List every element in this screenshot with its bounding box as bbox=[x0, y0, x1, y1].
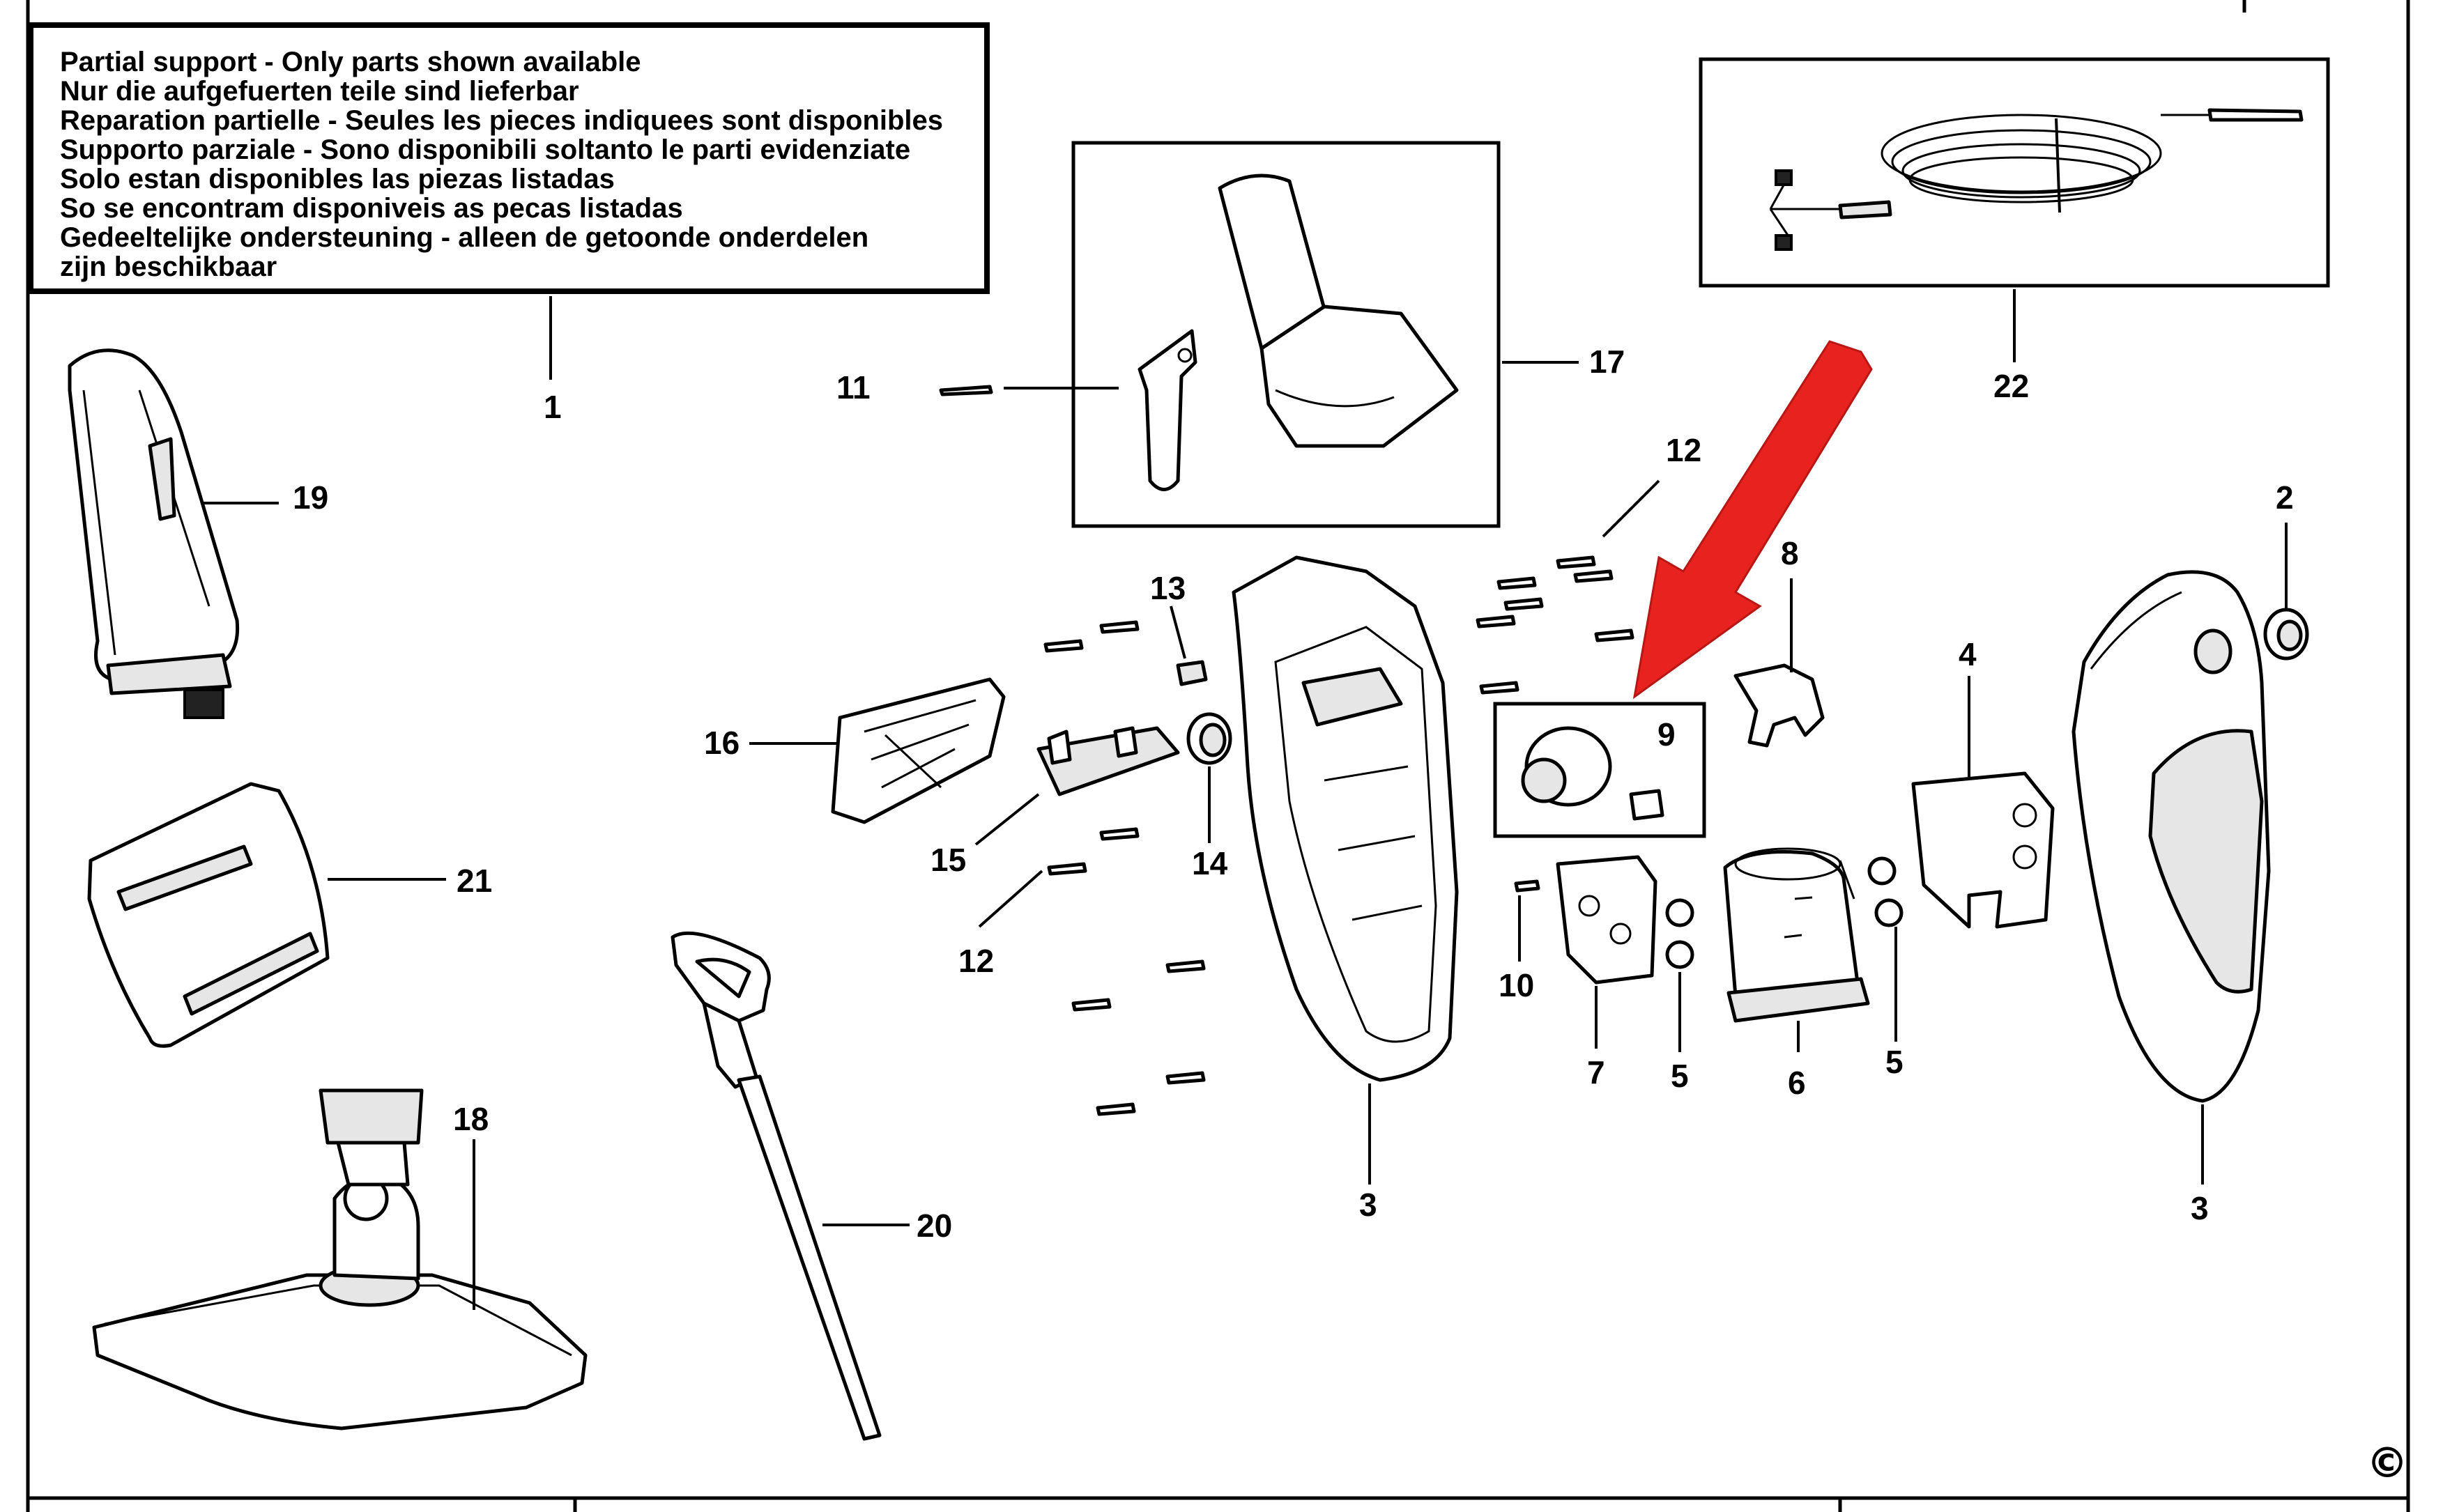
callout-19: 19 bbox=[293, 479, 328, 516]
callout-21: 21 bbox=[457, 863, 492, 899]
callout-labels: 1 2 3 3 4 5 5 6 7 8 9 10 11 12 12 13 14 … bbox=[293, 344, 2294, 1244]
part-8-clip bbox=[1733, 578, 1825, 748]
callout-15: 15 bbox=[931, 842, 966, 878]
notice-line-nl: Gedeeltelijke ondersteuning - alleen de … bbox=[60, 222, 869, 253]
callout-5-left: 5 bbox=[1671, 1058, 1689, 1094]
part-17-handle-inset bbox=[939, 141, 1579, 528]
callout-14: 14 bbox=[1192, 845, 1228, 881]
part-2-knob bbox=[2263, 523, 2309, 661]
callout-1: 1 bbox=[544, 389, 562, 425]
highlight-arrow bbox=[1632, 340, 1873, 700]
callout-12-mid: 12 bbox=[958, 943, 994, 979]
part-4-cover bbox=[1911, 676, 2055, 929]
callout-22: 22 bbox=[1993, 368, 2029, 404]
callout-20: 20 bbox=[917, 1208, 952, 1244]
notice-line-it: Supporto parziale - Sono disponibili sol… bbox=[60, 134, 911, 165]
part-22-cord-inset bbox=[1699, 57, 2330, 362]
callout-8: 8 bbox=[1781, 535, 1799, 571]
screw-group-left bbox=[978, 620, 1206, 1116]
part-9-pump-inset bbox=[1493, 702, 1706, 838]
callout-12-top: 12 bbox=[1666, 432, 1701, 468]
callout-6: 6 bbox=[1788, 1065, 1806, 1101]
callout-4: 4 bbox=[1959, 636, 1977, 672]
part-20-handle-stick bbox=[671, 931, 910, 1441]
part-19-water-tank bbox=[68, 348, 279, 719]
part-3-housing-right bbox=[2071, 570, 2271, 1185]
callout-7: 7 bbox=[1587, 1054, 1605, 1090]
callout-18: 18 bbox=[453, 1101, 489, 1137]
part-7-bracket bbox=[1556, 855, 1657, 1049]
part-5-grommets bbox=[1665, 856, 1904, 1052]
part-21-cloth-pad bbox=[87, 782, 446, 1048]
part-15-pcb bbox=[974, 726, 1180, 846]
part-18-floor-head bbox=[92, 1088, 588, 1430]
part-6-boiler bbox=[1723, 847, 1870, 1052]
notice-line-en: Partial support - Only parts shown avail… bbox=[60, 47, 641, 77]
callout-17: 17 bbox=[1589, 344, 1625, 380]
callout-16: 16 bbox=[704, 725, 740, 761]
notice-line-nl-2: zijn beschikbaar bbox=[60, 252, 277, 282]
callout-5-right: 5 bbox=[1885, 1044, 1904, 1080]
notice-line-es: Solo estan disponibles las piezas listad… bbox=[60, 164, 615, 194]
callout-13: 13 bbox=[1150, 570, 1186, 606]
screw-group-right bbox=[1476, 479, 1660, 695]
notice-line-pt: So se encontram disponiveis as pecas lis… bbox=[60, 193, 683, 224]
callout-3-right: 3 bbox=[2191, 1190, 2209, 1226]
callout-11: 11 bbox=[836, 369, 871, 406]
part-13-switch bbox=[1170, 605, 1208, 686]
partial-support-notice: Partial support - Only parts shown avail… bbox=[28, 22, 990, 294]
callout-10: 10 bbox=[1499, 967, 1534, 1003]
copyright-symbol: © bbox=[2366, 1439, 2408, 1488]
part-14-button bbox=[1186, 712, 1232, 843]
callout-2: 2 bbox=[2276, 479, 2294, 516]
part-16-frame bbox=[749, 677, 1006, 824]
notice-line-fr: Reparation partielle - Seules les pieces… bbox=[60, 105, 944, 136]
part-10-screw bbox=[1514, 879, 1540, 962]
callout-3-left: 3 bbox=[1359, 1187, 1377, 1223]
callout-9: 9 bbox=[1657, 716, 1676, 753]
notice-line-de: Nur die aufgefuerten teile sind lieferba… bbox=[60, 76, 579, 107]
part-3-housing-left bbox=[1232, 555, 1459, 1185]
